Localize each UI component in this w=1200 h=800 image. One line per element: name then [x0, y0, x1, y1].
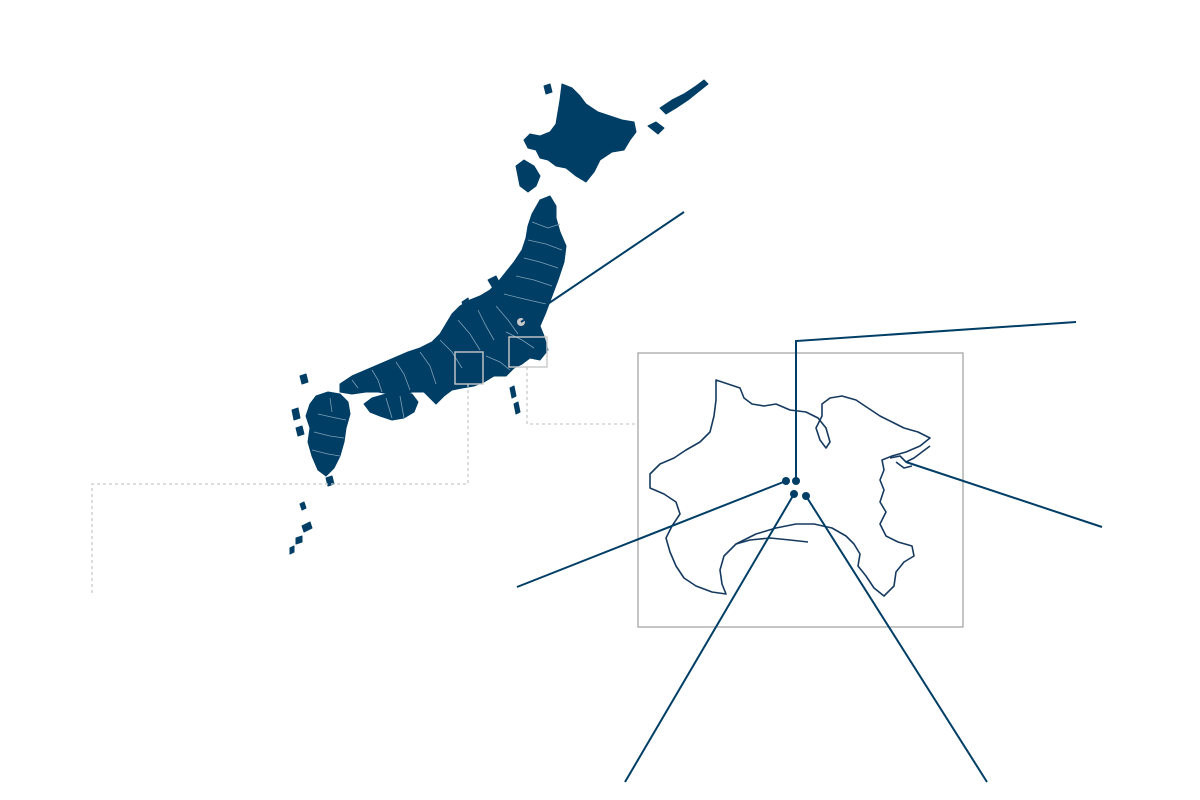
- callout-line-right: [905, 461, 1103, 528]
- callout-line-left: [516, 480, 787, 588]
- coastline-detail-shape: [735, 537, 809, 545]
- small-island-shape: [543, 83, 553, 95]
- marker-dot: [792, 477, 800, 485]
- marker-dot: [802, 492, 810, 500]
- kanagawa-area-box: [508, 336, 548, 368]
- harbor-detail-shape: [889, 445, 931, 463]
- kanagawa-leader-line: [526, 367, 637, 425]
- small-island-shape: [291, 407, 301, 421]
- marker-dot: [782, 477, 790, 485]
- inset-callouts: [516, 321, 1103, 783]
- small-island-shape: [461, 297, 471, 309]
- kuril-islands-shape: [659, 79, 709, 115]
- shizuoka-area-box: [454, 351, 484, 385]
- hokkaido-shape: [523, 83, 637, 183]
- callout-line-bottom-right: [805, 495, 988, 783]
- small-island-shape: [647, 121, 665, 135]
- shikoku-shape: [363, 391, 419, 421]
- inset-markers: [782, 477, 810, 500]
- japan-map: [289, 79, 709, 555]
- oshima-peninsula-shape: [515, 159, 541, 193]
- tokyo-callout-line: [520, 211, 685, 323]
- kanagawa-outline-shape: [649, 379, 931, 597]
- small-island-shape: [299, 373, 309, 385]
- kanagawa-inset-frame: [637, 352, 964, 628]
- dashed-leaders: [91, 367, 637, 594]
- callout-line-bottom-left: [624, 493, 795, 783]
- shizuoka-leader-line: [91, 384, 469, 594]
- kanagawa-inset-map: [649, 379, 931, 597]
- sado-island-shape: [487, 275, 501, 291]
- callout-line-top: [795, 321, 1077, 481]
- small-island-shape: [295, 425, 305, 437]
- small-island-shape: [299, 501, 307, 511]
- prefecture-borders: [311, 221, 563, 457]
- izu-islands-shape: [509, 385, 521, 415]
- nansei-islands-shape: [289, 521, 313, 555]
- harbor-detail-shape: [895, 461, 913, 469]
- marker-dot: [790, 490, 798, 498]
- kyushu-shape: [305, 391, 351, 477]
